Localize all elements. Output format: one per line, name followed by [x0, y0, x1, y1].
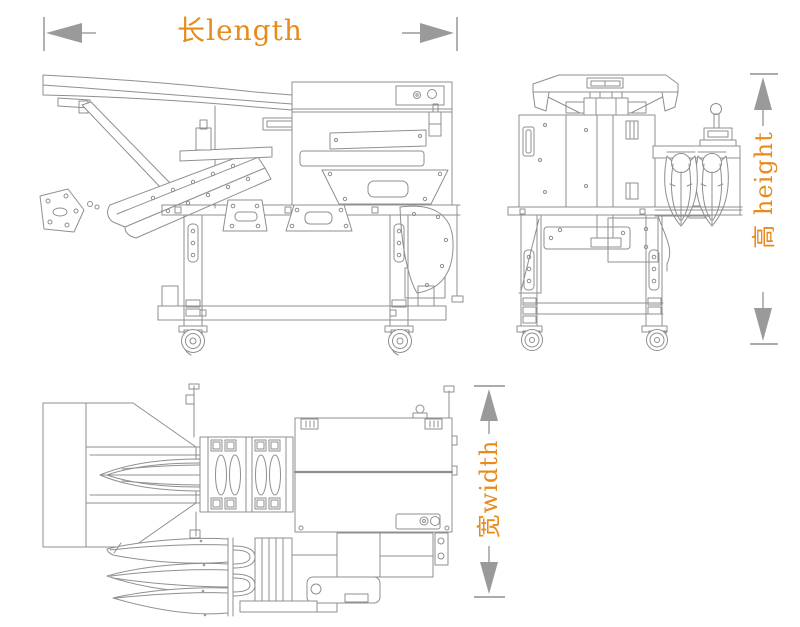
support-strut	[81, 101, 171, 189]
bag	[695, 151, 729, 227]
front-frame	[507, 206, 743, 351]
hopper	[532, 74, 679, 116]
height-dimension-arrows	[750, 73, 778, 345]
roller-unit	[199, 436, 294, 513]
lever	[699, 103, 737, 150]
arrow-down-icon	[480, 546, 498, 594]
control-panel	[395, 85, 445, 106]
collection-bags	[652, 145, 743, 272]
feed-auger	[99, 458, 201, 492]
top-view-drawing	[42, 383, 458, 617]
pivot-arm	[179, 119, 273, 162]
machine-body	[291, 81, 453, 206]
length-dimension-label: 长length	[177, 14, 303, 47]
width-dimension-arrows	[474, 385, 505, 598]
width-dimension-label: 宽width	[475, 439, 503, 539]
machine-body-top	[293, 404, 458, 533]
side-view-drawing	[39, 74, 464, 356]
caster-wheel	[646, 329, 668, 351]
caster-wheel	[521, 329, 543, 351]
machine-cabinet	[518, 114, 656, 208]
discharge-tray	[42, 74, 293, 114]
height-dimension-label: 高 height	[750, 131, 778, 249]
length-arrow-left-icon	[43, 17, 96, 51]
caster-wheel	[388, 329, 412, 356]
harvest-bags-top	[106, 537, 256, 617]
frame	[39, 188, 461, 333]
lower-frame-top	[189, 511, 449, 613]
arrow-up-icon	[754, 77, 772, 126]
feed-table	[107, 150, 272, 239]
caster-wheel	[181, 329, 205, 356]
discharge-chute	[399, 204, 464, 303]
length-arrow-right-icon	[402, 17, 458, 51]
arrow-down-icon	[754, 292, 772, 341]
arrow-up-icon	[480, 389, 498, 434]
front-view-drawing	[507, 74, 743, 351]
